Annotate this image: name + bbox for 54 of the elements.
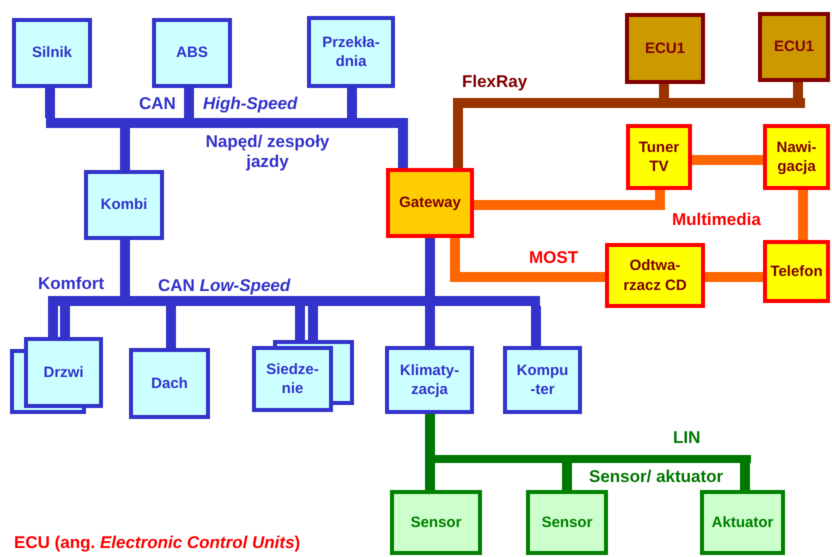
bus-connection [798,190,808,240]
bus-label: Napęd/ zespoły jazdy [204,132,330,172]
bus-connection [659,84,669,98]
bus-connection [425,463,435,490]
bus-connection [425,238,435,296]
bus-connection [398,128,408,168]
bus-connection [705,272,763,282]
ecu-box: Silnik [12,18,92,88]
ecu-box: Gateway [386,168,474,238]
bus-connection [562,463,572,490]
bus-connection [450,238,605,282]
bus-connection [793,82,803,98]
bus-connection [45,88,55,118]
ecu-box: Nawi- gacja [763,124,830,190]
ecu-box: ECU1 [758,12,830,82]
bus-connection [60,306,70,337]
caption: ECU (ang. Electronic Control Units) [14,533,300,553]
bus-connection [453,108,463,168]
bus-label: Sensor/ aktuator [589,467,724,487]
bus-connection [692,155,763,165]
ecu-box: Kombi [84,170,164,240]
bus-connection [120,128,130,170]
ecu-box: Aktuator [700,490,785,555]
ecu-box: ABS [152,18,232,88]
ecu-box: Dach [129,348,210,419]
ecu-box: Tuner TV [626,124,692,190]
bus-label: High-Speed [203,94,298,114]
bus-connection [295,306,305,340]
bus-connection [120,240,130,296]
bus-connection [425,414,435,455]
bus-connection [184,88,194,118]
ecu-box: Kompu -ter [503,346,582,414]
ecu-box: Sensor [526,490,608,555]
network-label: MOST [529,248,578,268]
bus-connection [425,306,435,346]
ecu-box: Telefon [763,240,830,303]
ecu-box: ECU1 [625,13,705,84]
ecu-box: Odtwa- rzacz CD [605,243,705,308]
bus-connection [48,306,58,337]
bus-connection [740,463,750,490]
bus-label: LIN [673,428,700,448]
bus-label: FlexRay [462,72,528,92]
ecu-box: Przekła- dnia [307,16,395,88]
network-label: Multimedia [672,210,761,230]
ecu-box: Klimaty- zacja [385,346,474,414]
bus-label: Komfort [38,274,104,294]
bus-connection [531,306,541,346]
bus-connection [308,306,318,340]
bus-connection [474,190,665,210]
bus-label: CAN [139,94,176,114]
ecu-box: Sensor [390,490,482,555]
bus-label: CAN Low-Speed [158,276,290,296]
bus-connection [166,306,176,348]
bus-connection [347,88,357,118]
